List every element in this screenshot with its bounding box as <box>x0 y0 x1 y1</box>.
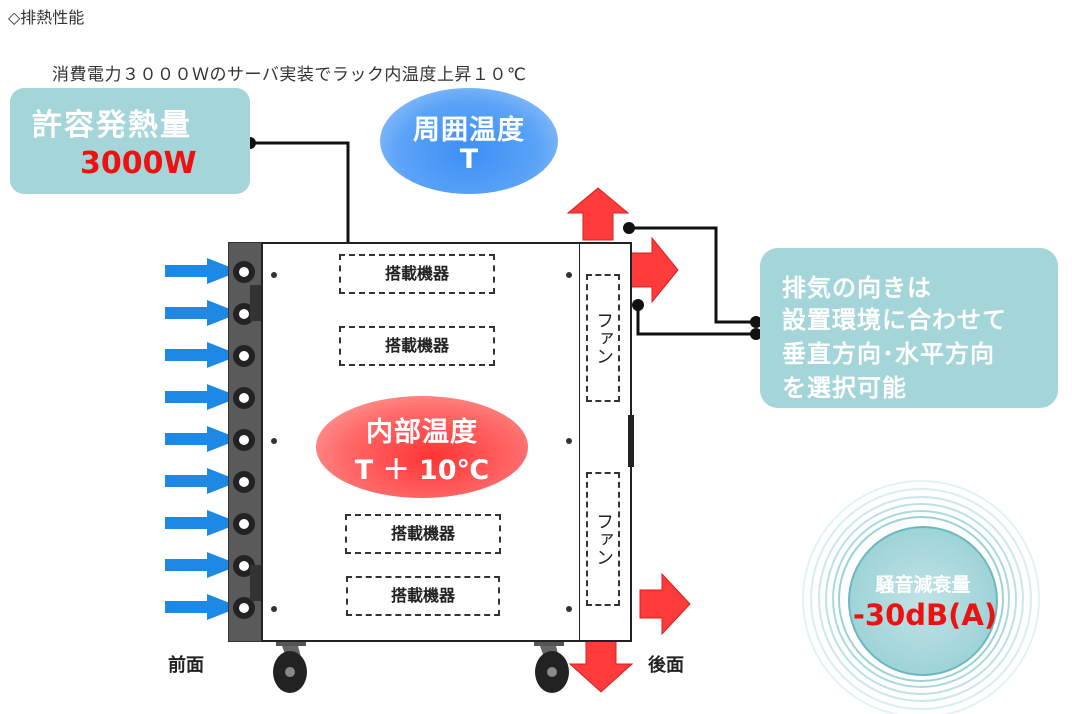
equipment-slot: 搭載機器 <box>339 326 495 366</box>
screw-icon <box>566 606 572 612</box>
heat-capacity-value: 3000W <box>80 146 197 181</box>
connector-dot <box>750 328 762 340</box>
exhaust-arrow-right-icon <box>639 572 691 636</box>
intake-arrow-icon <box>165 384 240 410</box>
connector-dot <box>750 316 762 328</box>
equipment-slot: 搭載機器 <box>346 576 500 616</box>
connector-dot <box>623 222 635 234</box>
vent-port-icon <box>233 597 255 619</box>
intake-arrow-icon <box>165 258 240 284</box>
exhaust-note-line: を選択可能 <box>782 374 907 402</box>
noise-reduction-label: 騒音減衰量 <box>875 574 971 596</box>
ambient-temperature-value: T <box>459 144 479 175</box>
vent-port-icon <box>233 303 255 325</box>
intake-arrow-icon <box>165 468 240 494</box>
rear-label: 後面 <box>648 655 684 676</box>
fan-unit: ファン <box>586 274 620 402</box>
hinge-icon <box>250 285 264 321</box>
exhaust-arrow-down-icon <box>568 639 634 693</box>
front-label: 前面 <box>168 655 204 676</box>
fan-unit: ファン <box>586 472 620 606</box>
noise-reduction-value: -30dB(A) <box>852 598 998 632</box>
subtitle: 消費電力３０００Ｗのサーバ実装でラック内温度上昇１０℃ <box>52 65 527 85</box>
section-title: ◇排熱性能 <box>8 8 85 27</box>
equipment-slot: 搭載機器 <box>339 254 495 294</box>
connector-line-exhaust-top <box>629 226 758 324</box>
intake-arrow-icon <box>165 510 240 536</box>
exhaust-arrow-right-icon <box>629 236 679 304</box>
intake-arrow-icon <box>165 342 240 368</box>
exhaust-arrow-up-icon <box>566 187 630 241</box>
exhaust-note-line: 垂直方向･水平方向 <box>782 340 995 368</box>
intake-arrow-icon <box>165 594 240 620</box>
exhaust-note-line: 設置環境に合わせて <box>782 306 1007 334</box>
sound-wave-rings-icon <box>802 480 1040 714</box>
rear-handle-icon <box>628 415 634 467</box>
vent-port-icon <box>233 555 255 577</box>
internal-temperature-bubble: 内部温度 T ＋ 10℃ <box>316 396 528 498</box>
screw-icon <box>271 438 277 444</box>
connector-line-exhaust-side <box>636 305 758 336</box>
vent-port-icon <box>233 513 255 535</box>
heat-capacity-box: 許容発熱量 3000W <box>10 88 250 194</box>
intake-arrow-icon <box>165 552 240 578</box>
intake-arrow-icon <box>165 300 240 326</box>
rack-rear-door: ファン ファン <box>579 242 632 642</box>
internal-temperature-label: 内部温度 <box>366 417 478 448</box>
ambient-temperature-label: 周囲温度 <box>413 115 525 146</box>
vent-port-icon <box>233 261 255 283</box>
intake-arrow-icon <box>165 426 240 452</box>
heat-capacity-label: 許容発熱量 <box>32 108 192 143</box>
exhaust-note-line: 排気の向きは <box>782 274 932 302</box>
vent-port-icon <box>233 471 255 493</box>
screw-icon <box>271 272 277 278</box>
internal-temperature-value: T ＋ 10℃ <box>354 455 490 486</box>
hinge-icon <box>250 565 264 601</box>
intake-arrows <box>165 258 240 620</box>
ambient-temperature-bubble: 周囲温度 T <box>380 88 558 194</box>
screw-icon <box>566 272 572 278</box>
screw-icon <box>566 438 572 444</box>
noise-reduction-badge: 騒音減衰量 -30dB(A) <box>848 526 998 676</box>
exhaust-direction-note: 排気の向きは 設置環境に合わせて 垂直方向･水平方向 を選択可能 <box>760 248 1058 408</box>
caster-rear-icon <box>534 638 569 693</box>
equipment-slot: 搭載機器 <box>345 514 501 554</box>
screw-icon <box>271 606 277 612</box>
connector-line-heat <box>250 141 350 270</box>
vent-port-icon <box>233 429 255 451</box>
vent-port-icon <box>233 345 255 367</box>
connector-dot <box>632 299 644 311</box>
caster-front-icon <box>273 638 307 693</box>
vent-port-icon <box>233 387 255 409</box>
